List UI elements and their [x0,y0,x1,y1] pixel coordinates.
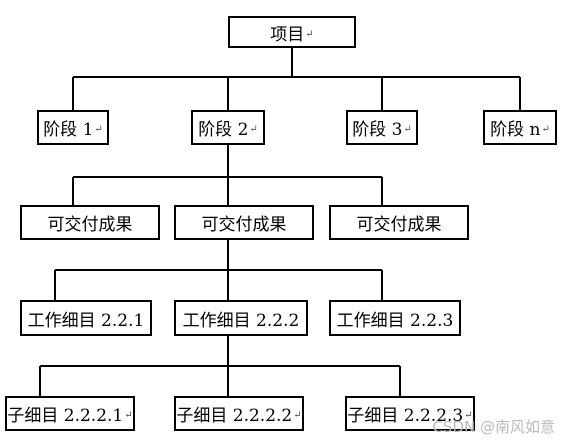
node-subtask-2-2-2-1: 子细目 2.2.2.1↵ [5,396,135,431]
return-mark-icon: ↵ [305,28,314,40]
node-subtask-2-2-2-3-label: 子细目 2.2.2.3 [347,406,464,426]
watermark: CSDN @南风如意 [432,418,555,436]
node-deliverable-3-label: 可交付成果 [356,215,442,235]
node-stage-3-label: 阶段 3 [352,120,403,140]
return-mark-icon: ↵ [249,124,258,135]
node-stage-1-label: 阶段 1 [43,120,94,140]
return-mark-icon: ↵ [464,410,473,421]
return-mark-icon: ↵ [403,124,412,135]
return-mark-icon: ↵ [94,124,103,135]
node-deliverable-1-label: 可交付成果 [47,215,133,235]
node-subtask-2-2-2-2: 子细目 2.2.2.2↵ [174,396,304,431]
node-stage-2: 阶段 2↵ [191,110,265,145]
node-deliverable-2-label: 可交付成果 [201,215,287,235]
node-stage-1: 阶段 1↵ [37,110,109,145]
node-task-2-2-1: 工作细目 2.2.1 [20,300,152,336]
return-mark-icon: ↵ [541,124,550,135]
node-stage-n: 阶段 n↵ [483,110,557,145]
node-project: 项目↵ [228,16,356,48]
node-stage-2-label: 阶段 2 [198,120,249,140]
node-task-2-2-3-label: 工作细目 2.2.3 [336,310,454,331]
return-mark-icon: ↵ [124,410,133,421]
node-deliverable-3: 可交付成果 [329,205,469,240]
node-project-label: 项目 [270,24,305,45]
node-task-2-2-1-label: 工作细目 2.2.1 [27,310,145,331]
return-mark-icon: ↵ [293,410,302,421]
node-subtask-2-2-2-1-label: 子细目 2.2.2.1 [7,406,124,426]
node-task-2-2-2-label: 工作细目 2.2.2 [182,310,300,331]
node-stage-3: 阶段 3↵ [346,110,418,145]
node-stage-n-label: 阶段 n [490,120,541,140]
node-task-2-2-3: 工作细目 2.2.3 [329,300,461,336]
node-deliverable-2: 可交付成果 [174,205,314,240]
node-deliverable-1: 可交付成果 [20,205,160,240]
node-task-2-2-2: 工作细目 2.2.2 [174,300,308,336]
node-subtask-2-2-2-3: 子细目 2.2.2.3↵ [345,396,475,431]
node-subtask-2-2-2-2-label: 子细目 2.2.2.2 [176,406,293,426]
